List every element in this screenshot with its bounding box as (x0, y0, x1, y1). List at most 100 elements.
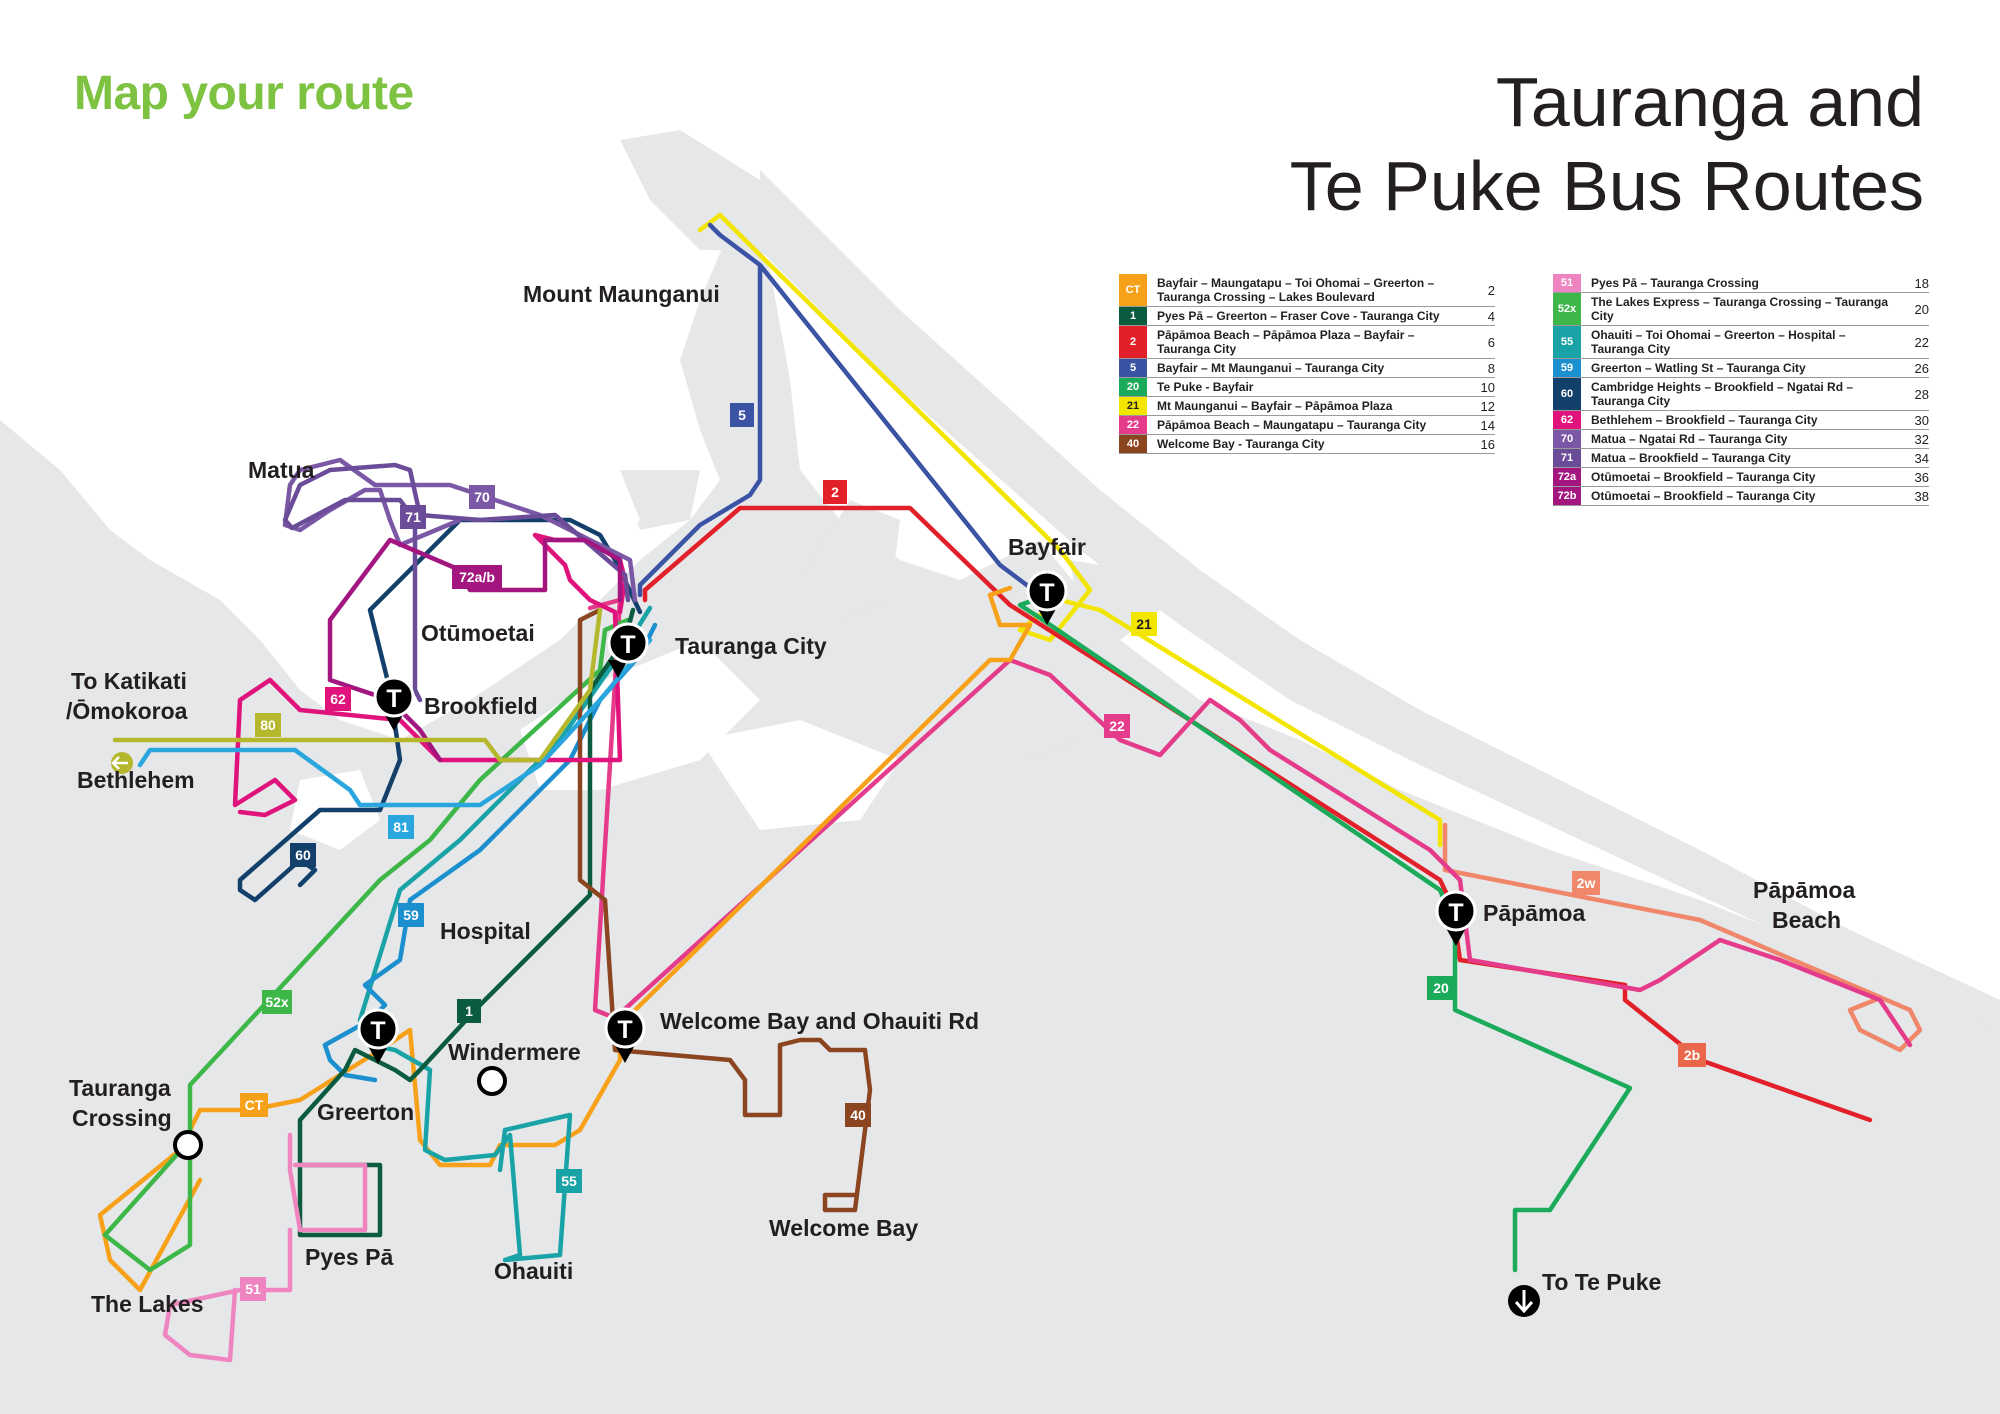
hub-greerton[interactable]: T (357, 1008, 399, 1064)
svg-text:59: 59 (403, 907, 419, 923)
route-description: The Lakes Express – Tauranga Crossing – … (1591, 295, 1888, 323)
svg-text:CT: CT (245, 1097, 264, 1113)
label-windermere: Windermere (448, 1039, 581, 1065)
route-80-line[interactable] (112, 607, 603, 763)
route-52x-line[interactable] (102, 617, 631, 1273)
stop-tauranga-crossing[interactable] (173, 1130, 203, 1160)
route-51-line[interactable] (162, 1132, 368, 1363)
svg-text:T: T (370, 1017, 385, 1045)
page-number: 22 (1914, 334, 1929, 350)
route-legend-left: CT Bayfair – Maungatapu – Toi Ohomai – Gr… (1119, 274, 1495, 454)
route-swatch: 72b (1553, 487, 1581, 505)
label-papamoa-beach-2: Beach (1772, 907, 1841, 933)
label-papamoa: Pāpāmoa (1483, 900, 1585, 926)
label-brookfield: Brookfield (424, 693, 538, 719)
page-number: 8 (1487, 360, 1495, 376)
badge-70: 70 (469, 485, 495, 509)
route-swatch: CT (1119, 274, 1147, 306)
label-omokoroa: /Ōmokoroa (66, 698, 188, 724)
legend-row[interactable]: CT Bayfair – Maungatapu – Toi Ohomai – Gr… (1119, 274, 1495, 307)
badge-2: 2 (823, 480, 847, 504)
label-welcome-bay-ohauiti: Welcome Bay and Ohauiti Rd (660, 1008, 979, 1034)
svg-text:62: 62 (330, 691, 346, 707)
svg-text:5: 5 (738, 407, 746, 423)
badge-22: 22 (1104, 714, 1130, 738)
label-greerton: Greerton (317, 1099, 414, 1125)
stop-windermere[interactable] (477, 1066, 507, 1096)
hub-papamoa[interactable]: T (1435, 890, 1477, 946)
route-55-line[interactable] (357, 605, 653, 1263)
svg-text:71: 71 (405, 509, 421, 525)
route-badges: 5 2 70 71 72a/b 62 80 81 60 59 52x CT 1 … (240, 403, 1706, 1301)
badge-81: 81 (388, 815, 414, 839)
page-number: 18 (1914, 275, 1929, 291)
route-swatch: 55 (1553, 326, 1581, 358)
route-2-line[interactable] (642, 505, 1873, 1123)
page-number: 34 (1914, 450, 1929, 466)
legend-row[interactable]: 5 Bayfair – Mt Maunganui – Tauranga City 8 (1119, 359, 1495, 378)
svg-text:21: 21 (1136, 616, 1152, 632)
badge-2w: 2w (1572, 871, 1600, 895)
badge-2b: 2b (1678, 1043, 1706, 1067)
route-description: Bayfair – Mt Maunganui – Tauranga City (1157, 361, 1385, 375)
label-to-te-puke: To Te Puke (1542, 1269, 1661, 1295)
arrow-left-icon[interactable] (111, 752, 133, 774)
route-swatch: 51 (1553, 274, 1581, 292)
hub-brookfield[interactable]: T (373, 676, 415, 731)
route-5-line[interactable] (637, 222, 1043, 598)
route-swatch: 5 (1119, 359, 1147, 377)
svg-text:2b: 2b (1684, 1047, 1700, 1063)
badge-51: 51 (240, 1277, 266, 1301)
arrow-down-icon[interactable] (1508, 1285, 1540, 1317)
route-20-line[interactable] (1017, 595, 1633, 1273)
route-2w-line[interactable] (1442, 822, 1923, 1053)
route-81-line[interactable] (137, 637, 653, 808)
route-ct-line[interactable] (97, 585, 1033, 1293)
route-60-line[interactable] (237, 517, 643, 903)
route-1-line[interactable] (297, 607, 636, 1238)
route-swatch: 1 (1119, 307, 1147, 325)
route-21-line[interactable] (697, 212, 1443, 848)
hub-bayfair[interactable]: T (1026, 570, 1068, 625)
hub-tauranga-city[interactable]: T (607, 622, 649, 678)
route-description: Greerton – Watling St – Tauranga City (1591, 361, 1806, 375)
badge-59: 59 (398, 903, 424, 927)
svg-text:60: 60 (295, 847, 311, 863)
svg-text:T: T (620, 631, 635, 659)
badge-20: 20 (1427, 976, 1455, 1000)
route-59-line[interactable] (322, 622, 658, 1083)
label-the-lakes: The Lakes (91, 1291, 204, 1317)
page-number: 30 (1914, 412, 1929, 428)
route-22-line[interactable] (587, 597, 1913, 1048)
svg-text:22: 22 (1109, 718, 1125, 734)
svg-text:20: 20 (1433, 980, 1449, 996)
route-description: Mt Maunganui – Bayfair – Pāpāmoa Plaza (1157, 399, 1393, 413)
route-description: Bayfair – Maungatapu – Toi Ohomai – Gree… (1157, 276, 1435, 304)
route-40-line[interactable] (577, 607, 873, 1213)
page-number: 32 (1914, 431, 1929, 447)
hub-welcome-bay-ohauiti[interactable]: T (604, 1007, 646, 1063)
badge-21: 21 (1131, 612, 1157, 636)
badge-40: 40 (845, 1103, 871, 1127)
svg-text:51: 51 (245, 1281, 261, 1297)
label-papamoa-beach-1: Pāpāmoa (1753, 877, 1855, 903)
svg-text:T: T (386, 685, 401, 713)
